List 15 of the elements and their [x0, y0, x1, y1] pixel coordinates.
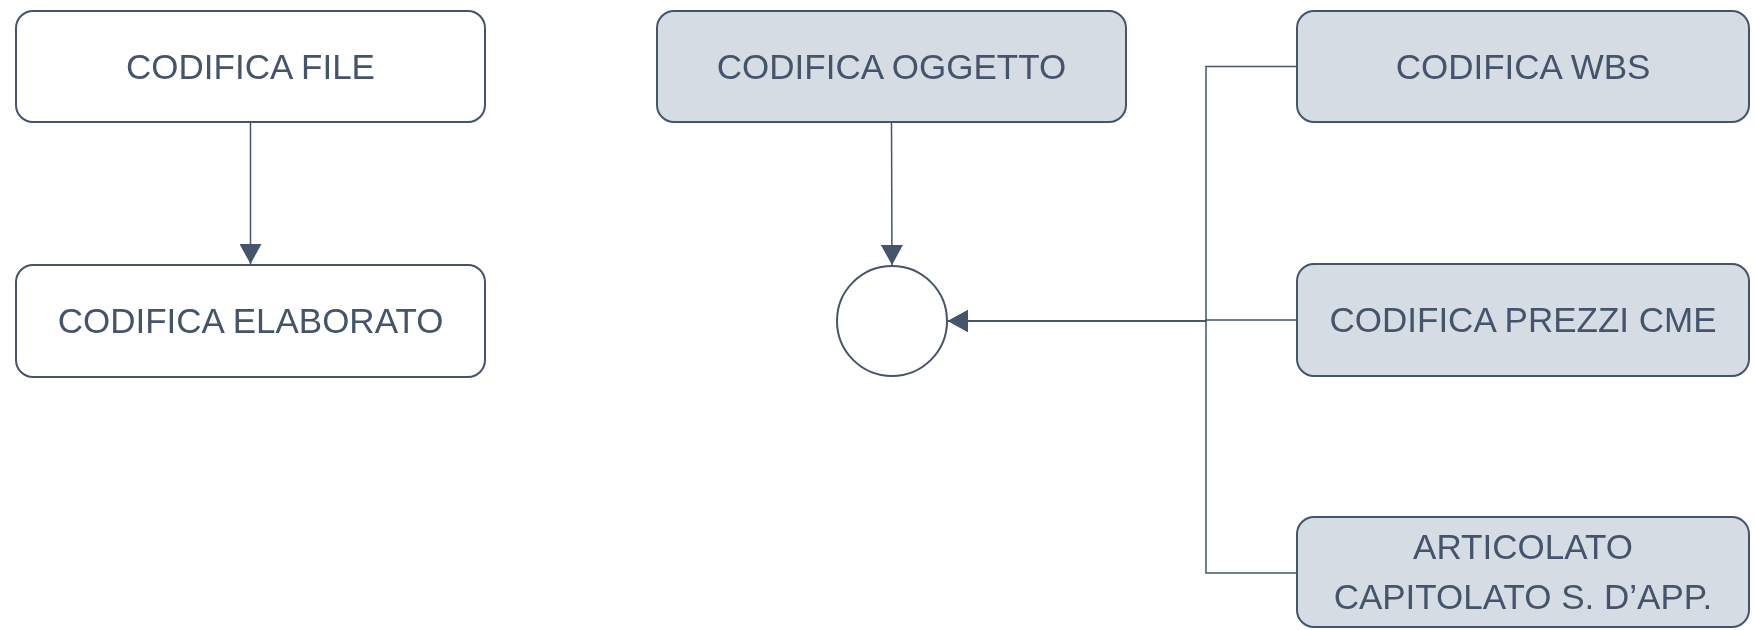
box-label: CODIFICA PREZZI CME: [1328, 299, 1718, 341]
connector-arrow: [239, 122, 262, 265]
process-box: [15, 10, 486, 123]
process-box: [15, 264, 486, 378]
process-box: [1296, 10, 1750, 123]
box-label: CODIFICA FILE: [125, 45, 376, 88]
connector-arrow: [880, 122, 903, 266]
process-box: [1296, 516, 1750, 628]
box-label: ARTICOLATO CAPITOLATO S. D’APP.: [1332, 526, 1714, 618]
box-label: CODIFICA ELABORATO: [56, 300, 445, 342]
process-box: [1296, 263, 1750, 377]
connector-arrow: [947, 310, 1297, 574]
box-label: CODIFICA WBS: [1394, 45, 1652, 88]
box-label: CODIFICA OGGETTO: [715, 45, 1068, 88]
process-box: [656, 10, 1127, 123]
